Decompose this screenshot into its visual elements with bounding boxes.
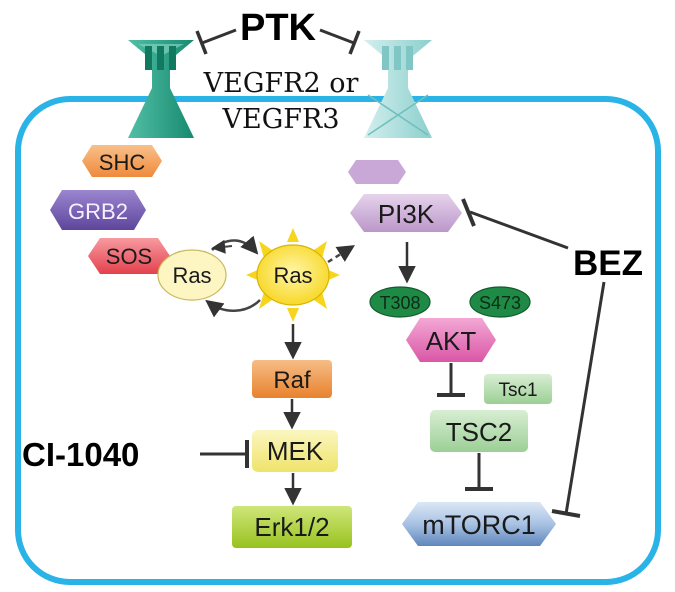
tsc2-label: TSC2	[446, 417, 512, 447]
ras-inactivation-arrow	[205, 299, 261, 318]
mek-label: MEK	[267, 436, 324, 466]
tsc1-node: Tsc1	[484, 374, 552, 404]
grb2-node: GRB2	[50, 190, 146, 230]
tsc1-label: Tsc1	[498, 380, 537, 401]
shc-label: SHC	[99, 150, 146, 175]
ci1040-label: CI-1040	[22, 436, 139, 473]
mtorc1-node: mTORC1	[402, 502, 556, 546]
bez-label: BEZ	[573, 244, 643, 283]
raf-label: Raf	[273, 367, 311, 394]
shc-node: SHC	[82, 145, 162, 177]
akt-node: AKT	[406, 318, 496, 362]
grb2-label: GRB2	[68, 199, 128, 224]
akt-tsc-inhibition	[437, 363, 465, 397]
ras-active-label: Ras	[273, 263, 312, 288]
receptor-inactive	[364, 40, 432, 138]
receptor-label-line2: VEGFR3	[221, 104, 339, 135]
ci1040-inhibition	[200, 440, 249, 468]
ras-inactive-label: Ras	[172, 263, 211, 288]
mek-node: MEK	[252, 430, 338, 472]
erk-node: Erk1/2	[232, 506, 352, 548]
tsc2-node: TSC2	[430, 410, 528, 452]
cell-membrane	[15, 96, 661, 585]
ras-to-pi3k-arrow	[327, 245, 355, 264]
erk-label: Erk1/2	[254, 512, 329, 542]
sos-label: SOS	[106, 244, 152, 269]
ras-inactive-node: Ras	[157, 249, 227, 301]
ras-activation-arrow	[211, 235, 259, 255]
mtorc1-label: mTORC1	[422, 510, 536, 540]
bez-mtorc1-inhibition	[551, 281, 606, 518]
ptk-inhibition-right	[319, 28, 361, 55]
s473-site: S473	[469, 286, 531, 318]
sos-to-ras-arrow	[211, 239, 233, 254]
ras-active-node: Ras	[246, 228, 340, 322]
pi3k-label: PI3K	[378, 199, 435, 229]
raf-node: Raf	[252, 360, 332, 398]
ras-rays	[246, 228, 340, 322]
pi3k-regulatory-subunit	[348, 160, 406, 184]
pi3k-node: PI3K	[350, 194, 462, 232]
receptor-active	[128, 40, 194, 138]
t308-label: T308	[379, 293, 420, 313]
s473-label: S473	[479, 293, 521, 313]
t308-site: T308	[369, 286, 431, 318]
sos-node: SOS	[88, 238, 170, 274]
akt-label: AKT	[426, 326, 477, 356]
bez-pi3k-inhibition	[461, 198, 569, 250]
ptk-label: PTK	[240, 7, 317, 49]
tsc2-mtorc1-inhibition	[465, 453, 493, 491]
ptk-inhibition-left	[195, 28, 237, 55]
receptor-label-line1: VEGFR2 or	[203, 68, 359, 99]
